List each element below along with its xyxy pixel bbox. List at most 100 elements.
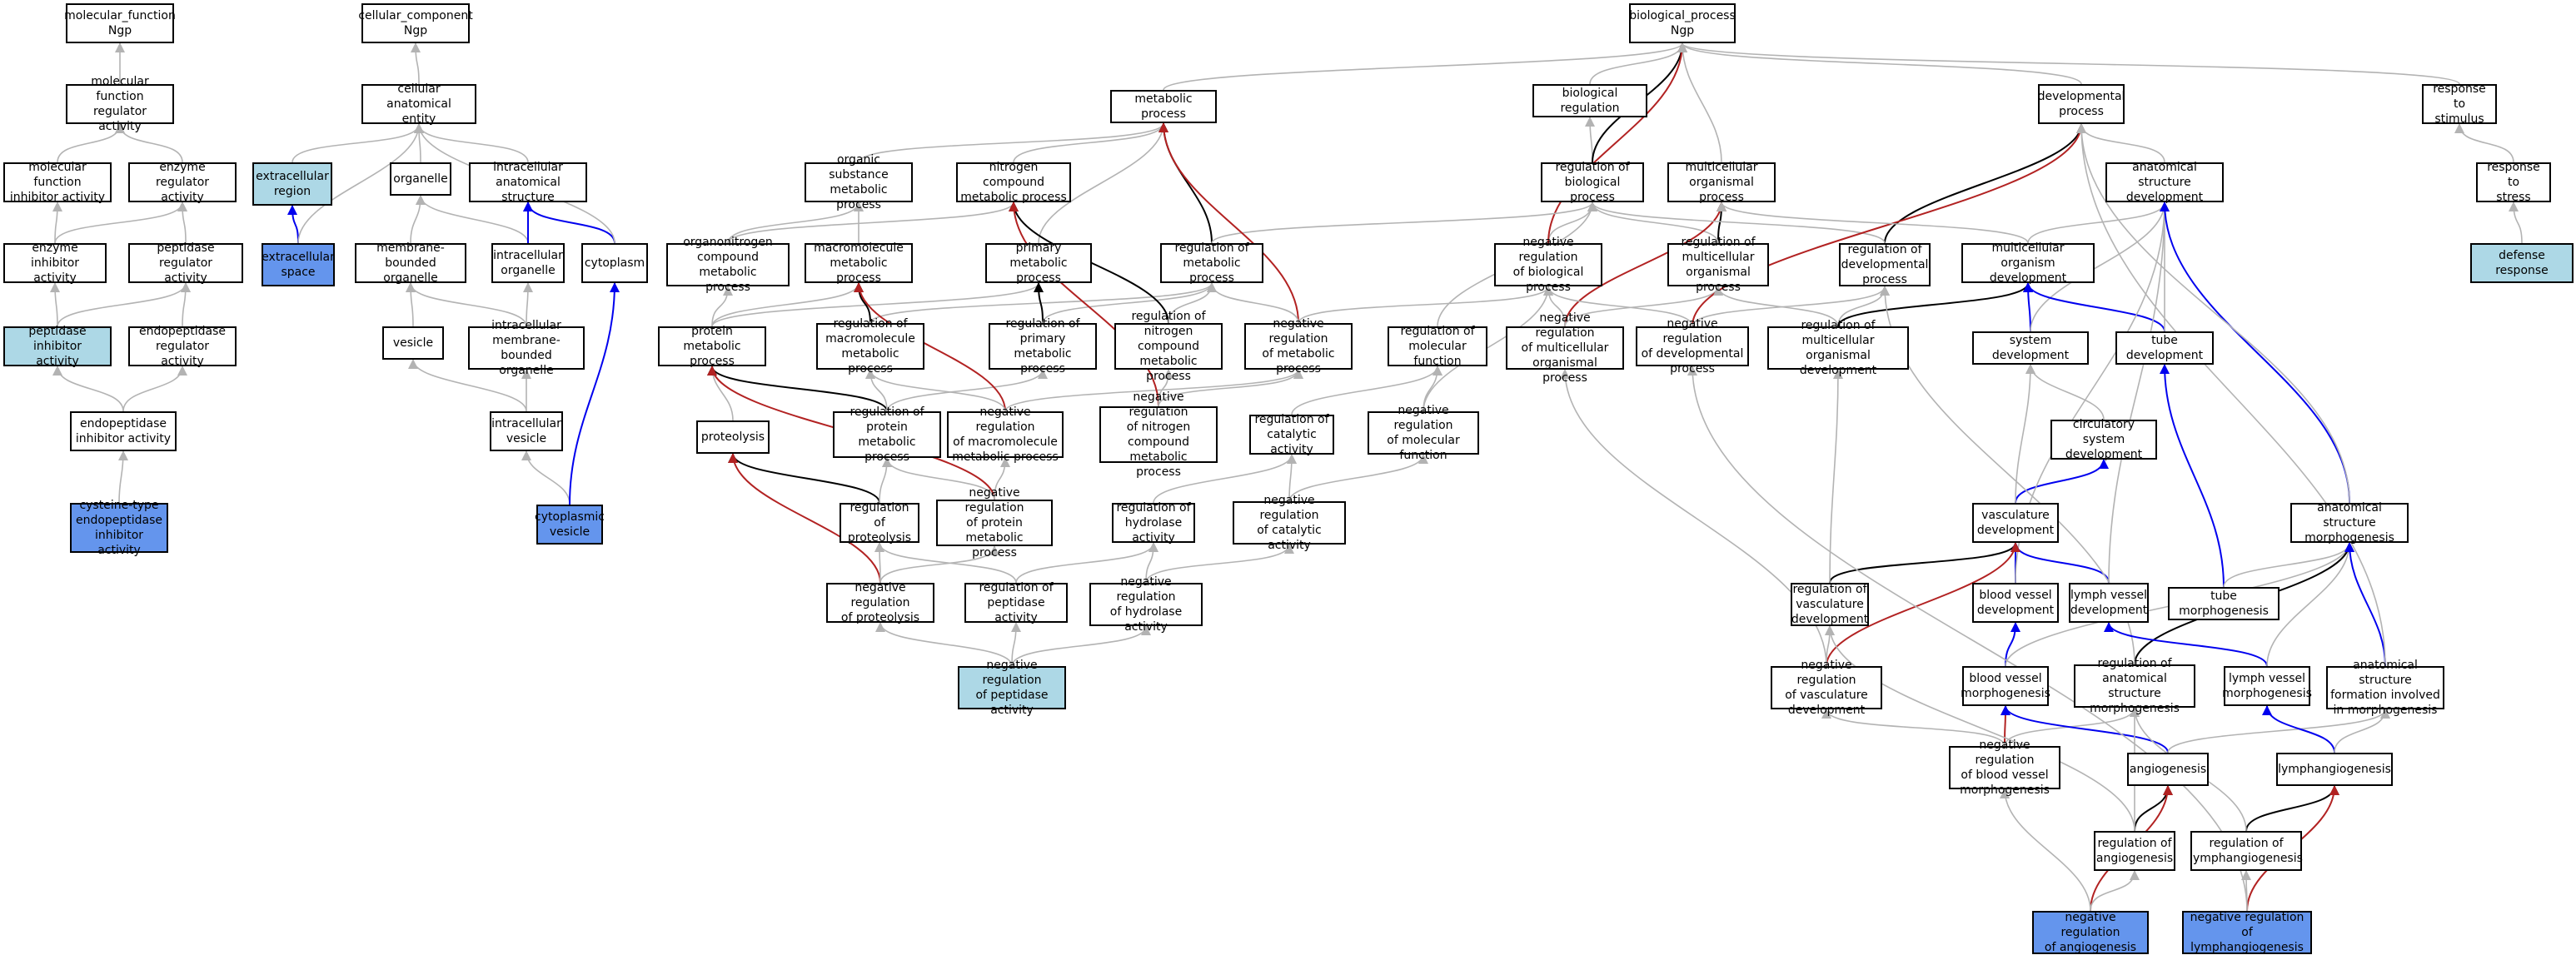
term-node-nrdp[interactable]: negative regulation of developmental pro… (1636, 317, 1749, 376)
term-node-rtst[interactable]: response to stress (2476, 161, 2551, 204)
term-node-asd[interactable]: anatomical structure development (2105, 161, 2224, 204)
term-node-mf[interactable]: molecular_function Ngp (64, 3, 176, 43)
term-node-ves[interactable]: vesicle (382, 326, 444, 360)
term-node-lang[interactable]: lymphangiogenesis (2276, 753, 2393, 786)
term-node-td[interactable]: tube development (2115, 331, 2214, 365)
term-node-onmp[interactable]: organonitrogen compound metabolic proces… (666, 236, 790, 294)
term-node-nrmop[interactable]: negative regulation of multicellular org… (1506, 311, 1624, 385)
term-node-rvd[interactable]: regulation of vasculature development (1791, 583, 1869, 626)
term-node-io[interactable]: intracellular organelle (491, 243, 565, 283)
term-node-rdp[interactable]: regulation of developmental process (1839, 243, 1931, 286)
term-node-rlang[interactable]: regulation of lymphangiogenesis (2190, 831, 2303, 871)
term-node-rpa[interactable]: regulation of peptidase activity (964, 581, 1068, 624)
term-node-nrvd[interactable]: negative regulation of vasculature devel… (1771, 659, 1882, 717)
term-node-rca[interactable]: regulation of catalytic activity (1249, 413, 1334, 456)
term-node-mbo[interactable]: membrane-bounded organelle (355, 241, 466, 285)
edge-mod-to-asd (2027, 201, 2170, 244)
term-node-rmod[interactable]: regulation of multicellular organismal d… (1767, 319, 1909, 377)
term-node-cc[interactable]: cellular_component Ngp (358, 3, 473, 43)
term-node-imbo[interactable]: intracellular membrane-bounded organelle (468, 319, 585, 377)
term-node-era[interactable]: enzyme regulator activity (128, 161, 237, 204)
term-node-mod[interactable]: multicellular organism development (1961, 241, 2095, 285)
term-node-vd[interactable]: vasculature development (1972, 503, 2059, 543)
term-node-epra[interactable]: endopeptidase regulator activity (128, 325, 237, 368)
edge-nrprot-to-prot (728, 453, 881, 584)
term-node-nrpa[interactable]: negative regulation of peptidase activit… (958, 659, 1066, 717)
term-node-bp[interactable]: biological_process Ngp (1629, 3, 1736, 43)
term-node-cyto[interactable]: cytoplasm (581, 243, 648, 283)
term-node-exs[interactable]: extracellular space (262, 243, 335, 286)
term-node-rncmp[interactable]: regulation of nitrogen compound metaboli… (1114, 310, 1223, 383)
term-node-rang[interactable]: regulation of angiogenesis (2094, 831, 2175, 871)
term-node-lvm[interactable]: lymph vessel morphogenesis (2222, 666, 2312, 706)
term-node-rmmp[interactable]: regulation of macromolecule metabolic pr… (816, 317, 924, 376)
term-node-nrmmp[interactable]: negative regulation of macromolecule met… (947, 405, 1064, 464)
edge-nrncmp-to-rncmp (1158, 369, 1173, 407)
term-node-nrmf[interactable]: negative regulation of molecular functio… (1368, 404, 1479, 462)
term-node-mmp[interactable]: macromolecule metabolic process (805, 241, 913, 285)
term-node-rmop[interactable]: regulation of multicellular organismal p… (1667, 236, 1769, 294)
term-node-osmp[interactable]: organic substance metabolic process (805, 153, 913, 211)
term-node-nrca[interactable]: negative regulation of catalytic activit… (1233, 494, 1346, 552)
edge-io-to-org (416, 195, 529, 244)
term-node-nrprmp[interactable]: negative regulation of protein metabolic… (936, 486, 1053, 560)
term-node-pia[interactable]: peptidase inhibitor activity (3, 325, 112, 368)
edge-lvm-to-lvd (2104, 622, 2268, 667)
term-node-asm[interactable]: anatomical structure morphogenesis (2290, 501, 2409, 545)
term-node-ias[interactable]: intracellular anatomical structure (469, 161, 587, 204)
term-node-asfm[interactable]: anatomical structure formation involved … (2326, 659, 2444, 717)
term-node-nrbp[interactable]: negative regulation of biological proces… (1494, 236, 1602, 294)
term-node-nrncmp[interactable]: negative regulation of nitrogen compound… (1099, 390, 1218, 479)
term-node-rprmp[interactable]: regulation of protein metabolic process (833, 405, 941, 464)
term-node-nrang[interactable]: negative regulation of angiogenesis (2032, 911, 2149, 954)
term-node-lvd[interactable]: lymph vessel development (2069, 583, 2149, 623)
term-node-csd[interactable]: circulatory system development (2050, 418, 2157, 461)
term-node-rts[interactable]: response to stimulus (2422, 82, 2497, 126)
term-node-cae[interactable]: cellular anatomical entity (361, 82, 476, 126)
term-node-epia[interactable]: endopeptidase inhibitor activity (70, 411, 177, 451)
term-node-tm[interactable]: tube morphogenesis (2168, 587, 2280, 620)
edge-nrmp-to-nrbp (1298, 286, 1553, 324)
term-node-nrlang[interactable]: negative regulation of lymphangiogenesis (2182, 911, 2312, 954)
term-node-prot[interactable]: proteolysis (696, 420, 770, 454)
term-node-dr[interactable]: defense response (2470, 243, 2574, 283)
term-node-bvd[interactable]: blood vessel development (1972, 583, 2059, 623)
term-node-eia[interactable]: enzyme inhibitor activity (3, 241, 107, 285)
term-node-rmf[interactable]: regulation of molecular function (1388, 325, 1487, 368)
term-node-nrmp[interactable]: negative regulation of metabolic process (1244, 317, 1353, 376)
term-node-nrha[interactable]: negative regulation of hydrolase activit… (1089, 575, 1203, 634)
term-node-pra[interactable]: peptidase regulator activity (128, 241, 243, 285)
edge-mbo-to-org (410, 195, 426, 244)
term-node-mp[interactable]: metabolic process (1110, 90, 1217, 123)
term-node-dp[interactable]: developmental process (2038, 84, 2125, 124)
term-node-iv[interactable]: intracellular vesicle (490, 411, 563, 451)
term-node-rha[interactable]: regulation of hydrolase activity (1112, 501, 1195, 545)
term-node-sd[interactable]: system development (1972, 331, 2089, 365)
edge-ang-to-bvm (2001, 705, 2169, 754)
term-node-rmp[interactable]: regulation of metabolic process (1160, 241, 1263, 285)
term-node-prmp[interactable]: protein metabolic process (658, 325, 766, 368)
term-node-org[interactable]: organelle (390, 162, 451, 196)
edge-asfm-to-asm (2344, 542, 2386, 667)
edge-mod-to-mop (1717, 201, 2029, 244)
term-node-cepia[interactable]: cysteine-type endopeptidase inhibitor ac… (70, 499, 168, 557)
edge-prmp-to-onmp (711, 286, 733, 327)
term-node-bvm[interactable]: blood vessel morphogenesis (1961, 666, 2050, 706)
term-node-rasm[interactable]: regulation of anatomical structure morph… (2074, 657, 2195, 715)
term-node-rpmp[interactable]: regulation of primary metabolic process (989, 317, 1097, 376)
term-node-nrbvm[interactable]: negative regulation of blood vessel morp… (1949, 739, 2060, 797)
term-node-nrprot[interactable]: negative regulation of proteolysis (826, 581, 934, 624)
term-node-rprot[interactable]: regulation of proteolysis (840, 501, 919, 545)
term-node-br[interactable]: biological regulation (1532, 84, 1647, 117)
term-node-mfra[interactable]: molecular function regulator activity (66, 75, 174, 133)
term-node-mop[interactable]: multicellular organismal process (1667, 161, 1776, 204)
term-node-rbp[interactable]: regulation of biological process (1541, 161, 1644, 204)
term-node-mfia[interactable]: molecular function inhibitor activity (3, 161, 112, 204)
term-node-ncmp[interactable]: nitrogen compound metabolic process (956, 161, 1071, 204)
term-node-cv[interactable]: cytoplasmic vesicle (535, 505, 605, 545)
edge-lang-to-lvm (2262, 705, 2335, 754)
term-node-pmp[interactable]: primary metabolic process (985, 241, 1092, 285)
edge-rang-to-rvd (1825, 625, 2135, 832)
term-node-ang[interactable]: angiogenesis (2127, 753, 2209, 786)
term-node-exr[interactable]: extracellular region (252, 162, 332, 206)
